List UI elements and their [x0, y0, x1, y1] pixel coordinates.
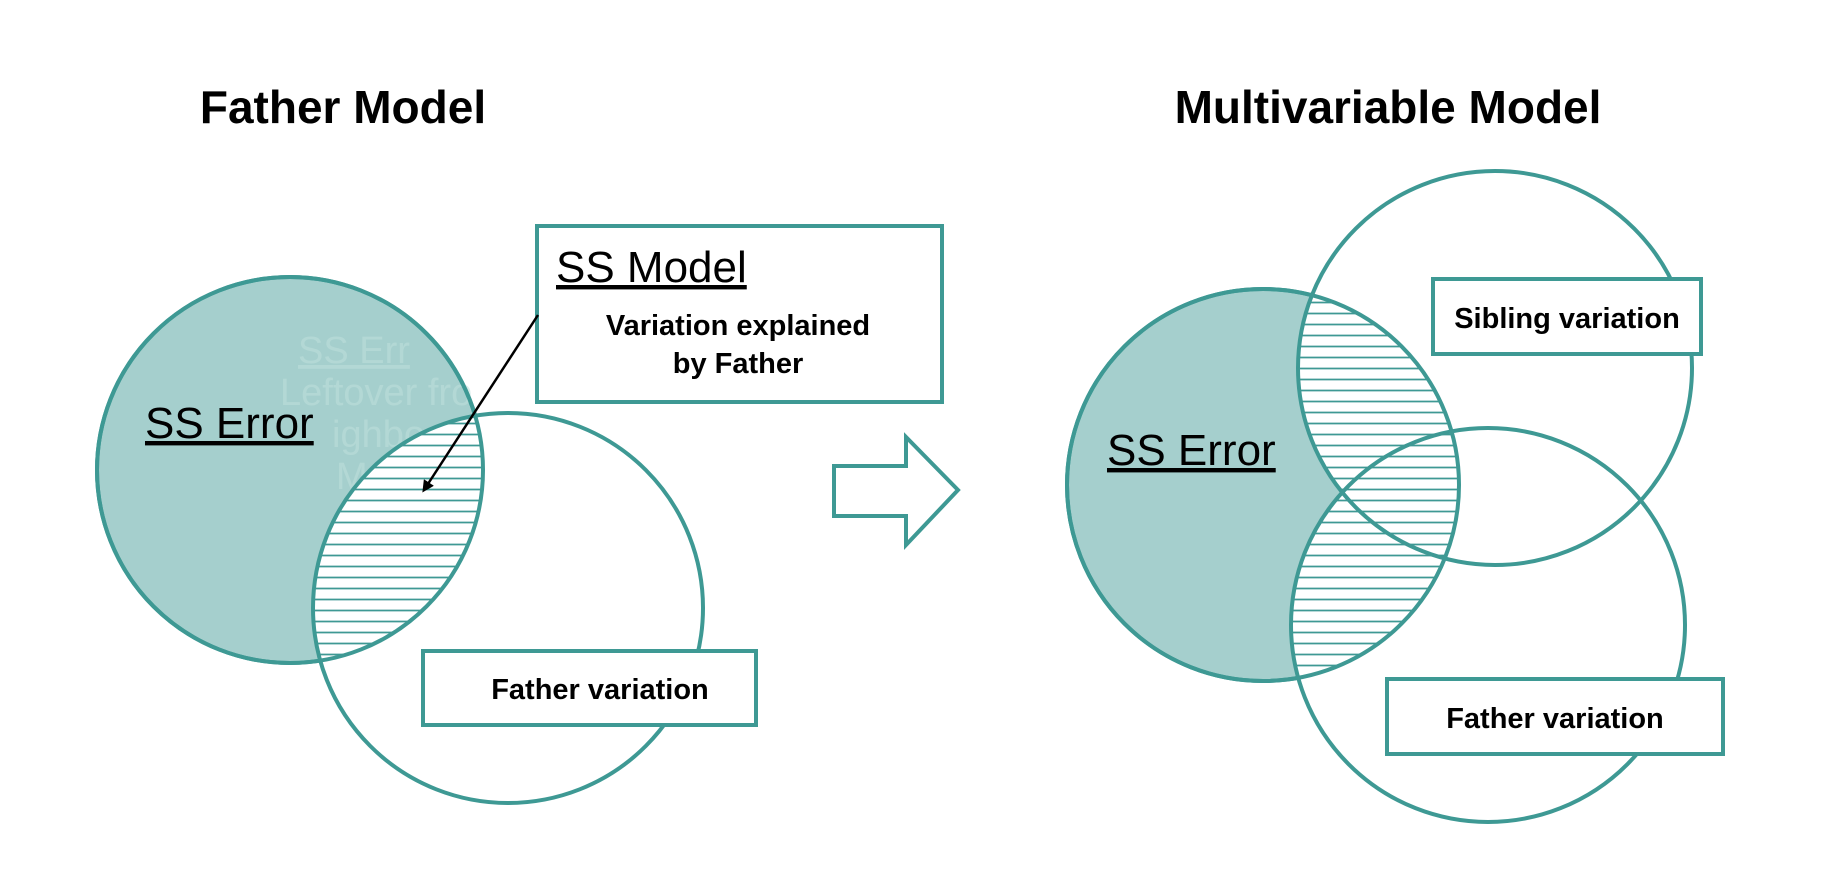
right-father-label-box [1385, 677, 1725, 756]
ss-model-line-2: by Father [673, 348, 804, 380]
right-father-circle-outline [1289, 426, 1687, 824]
left-ss-error-label: SS Error [145, 399, 314, 448]
ss-model-callout-box [535, 224, 944, 404]
sibling-label: Sibling variation [1454, 303, 1680, 335]
callout-pointer-arrow [422, 314, 540, 493]
left-ss-error-outline [95, 275, 485, 665]
sibling-circle-outline [1296, 169, 1694, 567]
ghost-line-1: SS Err [298, 330, 410, 372]
left-father-label-box [421, 649, 758, 727]
left-father-circle-outline [311, 411, 705, 805]
right-ss-error-label: SS Error [1107, 426, 1276, 475]
left-panel-title: Father Model [200, 81, 486, 133]
ss-model-line-1: Variation explained [606, 310, 870, 342]
right-father-label: Father variation [1446, 703, 1664, 735]
left-overlap-hatch [313, 413, 483, 663]
right-arrow-icon [832, 432, 961, 551]
sibling-label-box [1431, 277, 1703, 356]
right-panel-title: Multivariable Model [1175, 81, 1602, 133]
right-ss-error-outline [1065, 287, 1461, 683]
right-father-overlap-hatch [1291, 428, 1459, 681]
ghost-line-2: Leftover fro [280, 372, 472, 414]
ss-model-heading: SS Model [556, 243, 747, 292]
left-father-label: Father variation [491, 674, 709, 706]
